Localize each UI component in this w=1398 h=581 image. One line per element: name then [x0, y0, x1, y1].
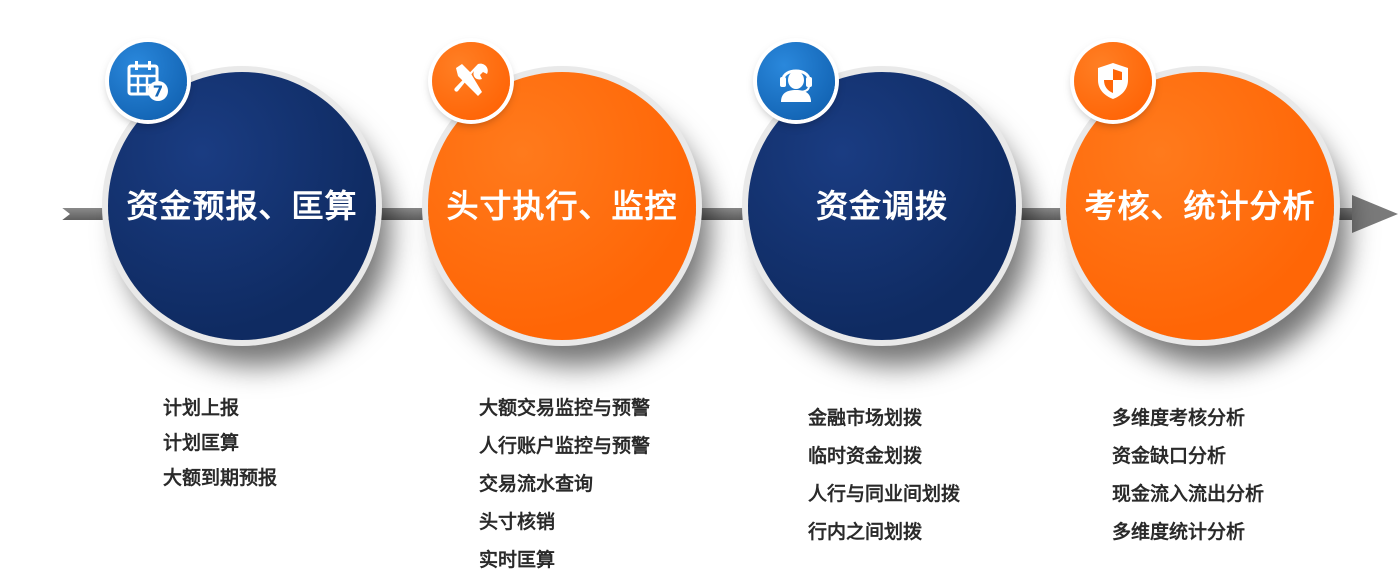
shield-icon-badge	[1074, 42, 1152, 120]
support-agent-icon	[780, 69, 812, 102]
list-item: 金融市场划拨	[808, 407, 923, 429]
list-item: 大额到期预报	[163, 467, 278, 489]
list-item: 大额交易监控与预警	[479, 397, 651, 419]
list-item: 多维度考核分析	[1112, 407, 1246, 429]
timeline-tail	[52, 200, 70, 228]
stage-title: 头寸执行、监控	[446, 187, 678, 225]
timeline-arrowhead	[1352, 195, 1398, 233]
list-item: 实时匡算	[479, 549, 556, 571]
list-item: 计划上报	[163, 397, 240, 419]
list-item: 资金缺口分析	[1112, 445, 1227, 467]
timeline-bar	[52, 208, 1352, 220]
stage-analysis-items: 多维度考核分析 资金缺口分析 现金流入流出分析 多维度统计分析	[1112, 408, 1264, 542]
list-item: 临时资金划拨	[808, 445, 923, 467]
list-item: 多维度统计分析	[1112, 521, 1246, 543]
stage-forecast-items: 计划上报 计划匡算 大额到期预报	[163, 398, 277, 488]
tools-icon	[454, 63, 488, 96]
stage-title: 考核、统计分析	[1084, 187, 1316, 225]
list-item: 行内之间划拨	[808, 521, 923, 543]
list-item: 人行账户监控与预警	[479, 435, 651, 457]
list-item: 头寸核销	[479, 511, 556, 533]
shield-icon	[1098, 63, 1128, 99]
stage-title: 资金调拨	[815, 187, 948, 225]
stage-allocation-items: 金融市场划拨 临时资金划拨 人行与同业间划拨 行内之间划拨	[808, 408, 960, 542]
tools-icon-badge	[432, 42, 510, 120]
list-item: 现金流入流出分析	[1112, 483, 1265, 505]
calendar-icon-badge: 7	[109, 42, 187, 120]
list-item: 人行与同业间划拨	[808, 483, 961, 505]
support-agent-icon-badge	[757, 42, 835, 120]
list-item: 交易流水查询	[479, 473, 594, 495]
stage-title: 资金预报、匡算	[126, 187, 358, 225]
stage-execution-items: 大额交易监控与预警 人行账户监控与预警 交易流水查询 头寸核销 实时匡算	[479, 398, 650, 570]
list-item: 计划匡算	[163, 432, 240, 454]
calendar-icon: 7	[127, 61, 168, 101]
calendar-number: 7	[153, 83, 163, 101]
